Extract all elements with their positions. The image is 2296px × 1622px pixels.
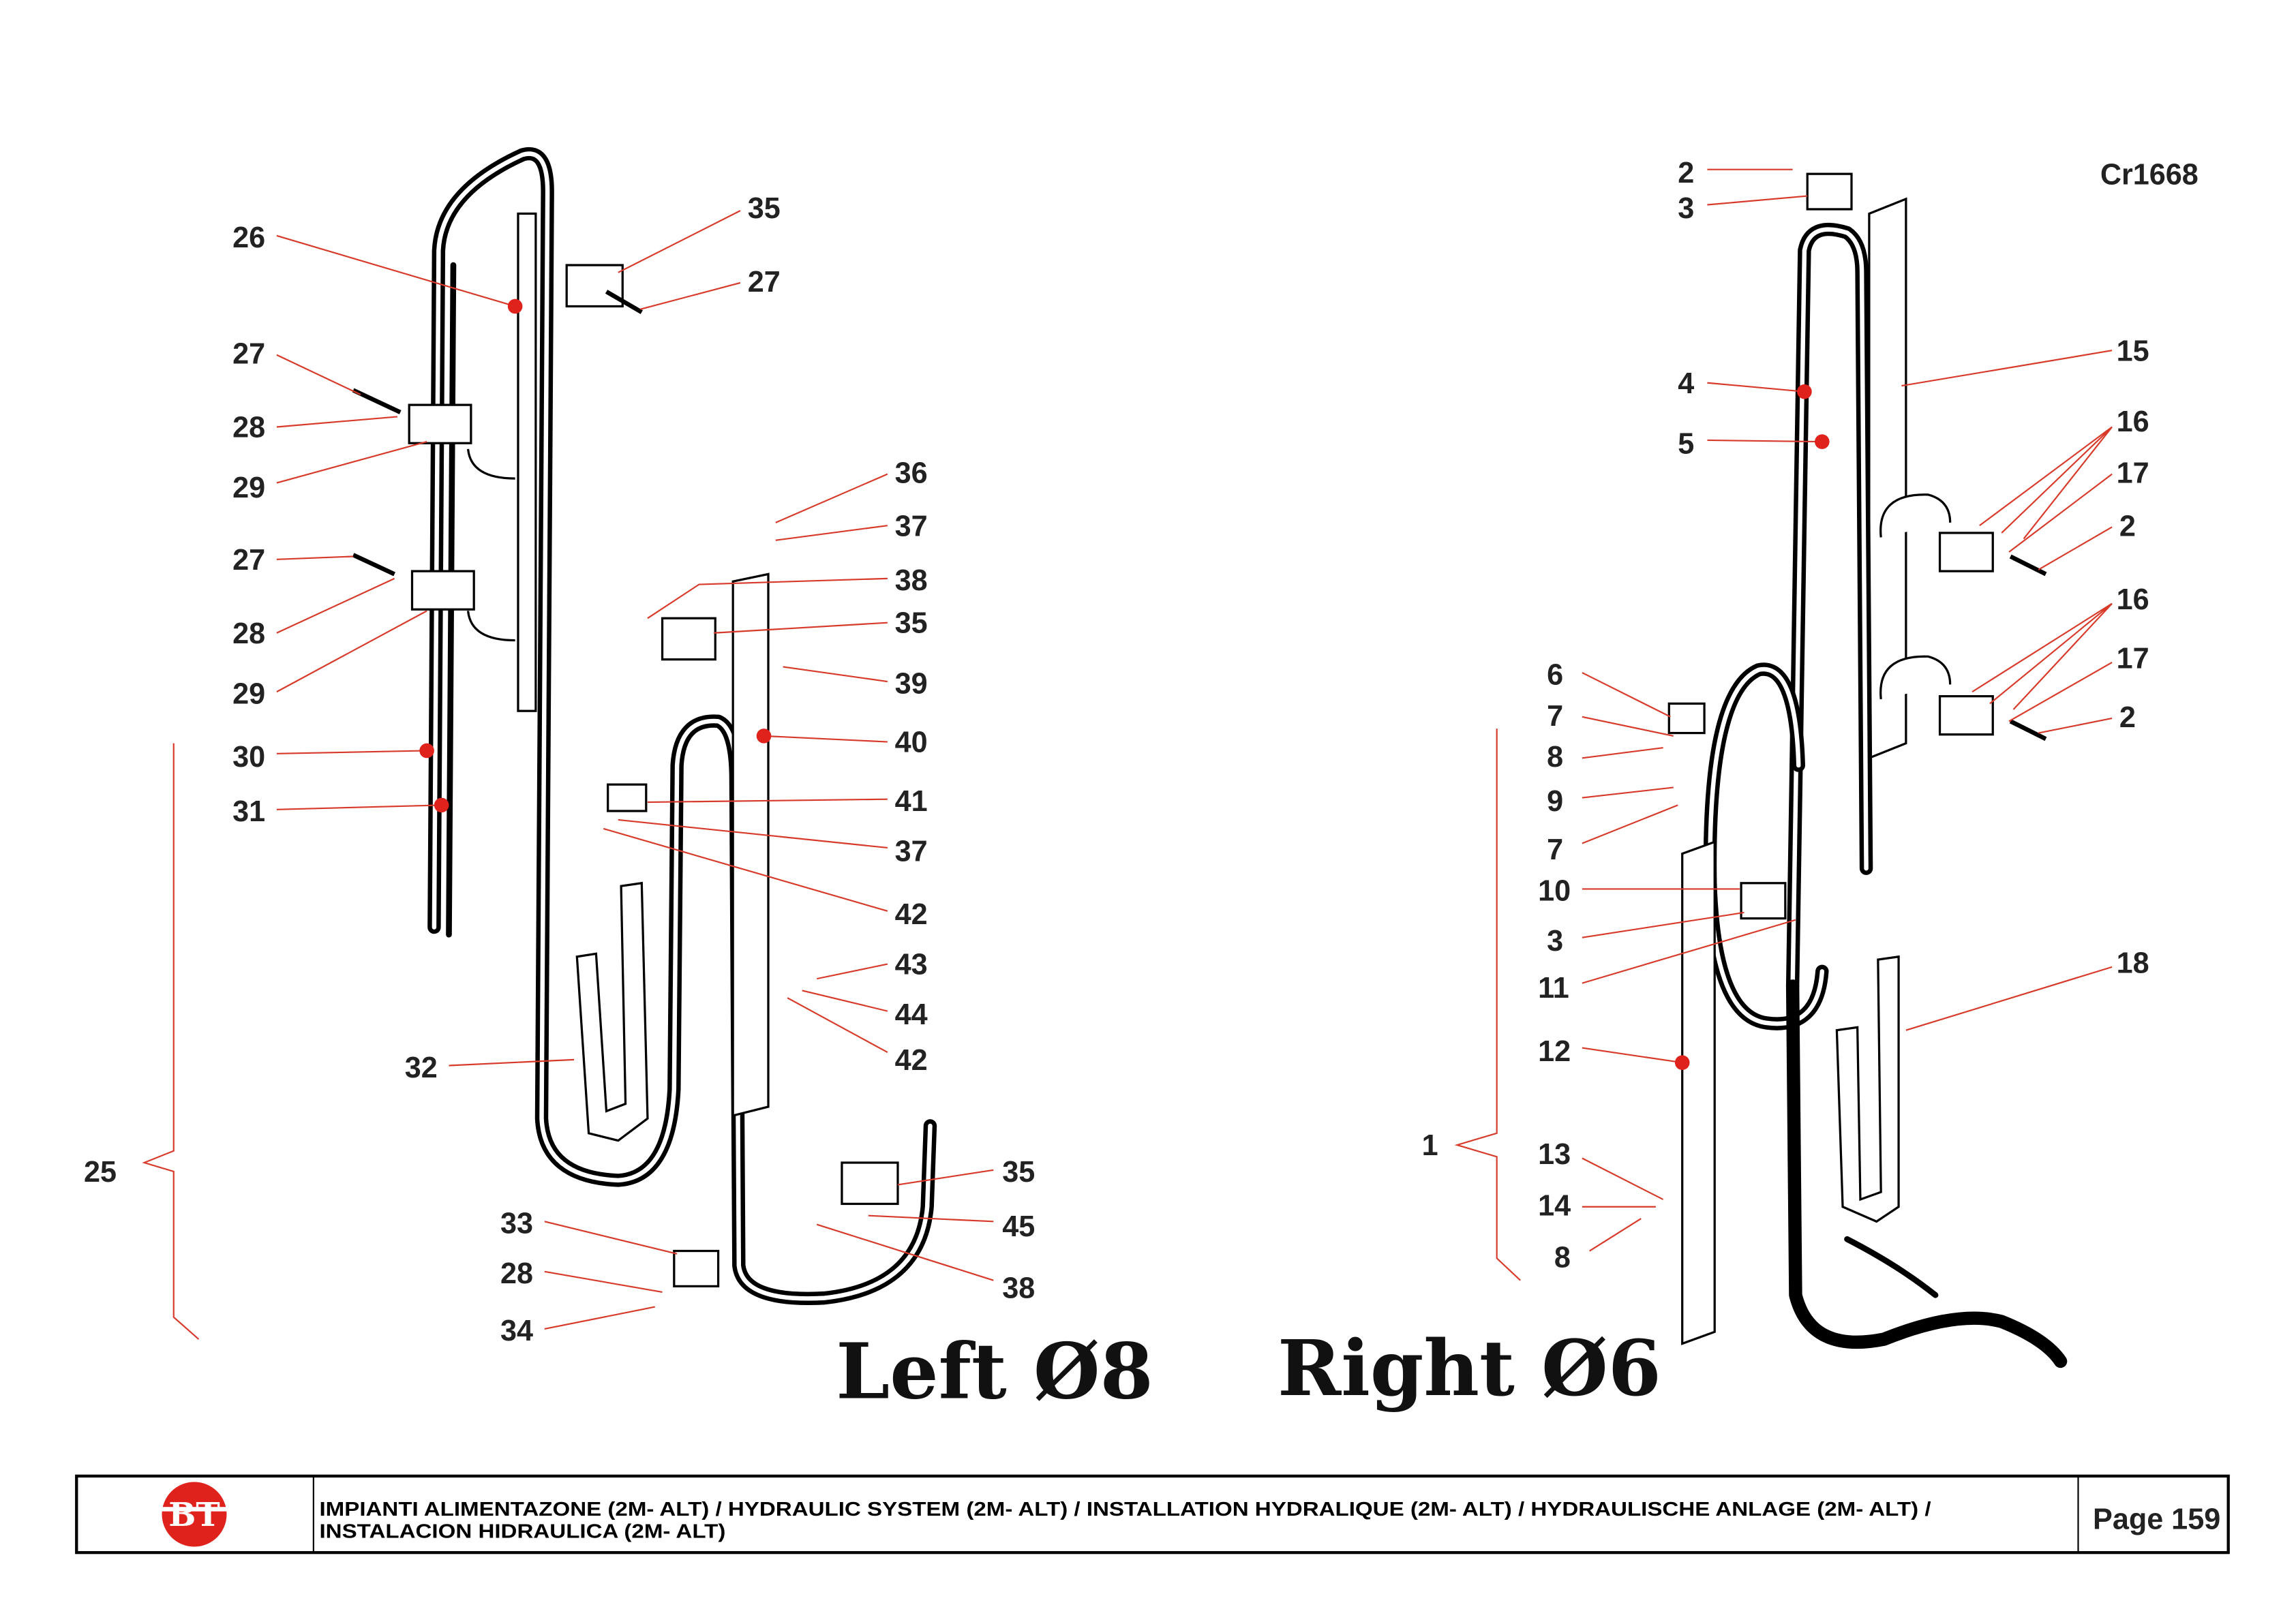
callout-label: 28 [232,617,265,650]
callout-label: 39 [895,667,928,700]
callout-label: 32 [405,1052,438,1084]
left-assembly-drawing [352,147,937,1305]
callout-label: 28 [232,412,265,444]
callout-label: 40 [895,726,928,759]
callout-label: 2 [2119,701,2136,734]
callout-label: 29 [232,472,265,504]
callout-label: 15 [2117,335,2149,367]
callout-label: 17 [2117,643,2149,675]
callout-label: 7 [1547,833,1563,866]
callout-label: 37 [895,510,928,542]
callout-label: 27 [232,338,265,371]
callout-label: 35 [895,607,928,640]
callout-label: 35 [748,192,781,225]
callout-label: 26 [232,221,265,254]
callout-label: 42 [895,1044,928,1077]
callout-label: 1 [1422,1129,1438,1162]
callout-label: 38 [1002,1272,1035,1305]
footer-title-line1: IMPIANTI ALIMENTAZONE (2M- ALT) / HYDRAU… [319,1499,1931,1520]
callout-label: 6 [1547,658,1563,691]
callout-label: 17 [2117,457,2149,490]
footer-title-block: BT IMPIANTI ALIMENTAZONE (2M- ALT) / HYD… [75,1474,2230,1555]
right-caption: Right Ø6 [1278,1324,1661,1413]
callout-label: 7 [1547,700,1563,733]
callout-label: 34 [500,1315,533,1347]
callout-label: 28 [500,1257,533,1290]
left-caption: Left Ø8 [836,1327,1153,1416]
drawing-code: Cr1668 [2100,158,2199,191]
callout-label: 41 [895,785,928,818]
logo-text: BT [168,1496,220,1534]
callout-label: 35 [1002,1156,1035,1189]
callout-label: 10 [1538,875,1571,908]
page-number: Page 159 [2093,1503,2220,1536]
callout-label: 2 [1678,157,1694,189]
callout-label: 16 [2117,583,2149,616]
callout-label: 12 [1538,1035,1571,1068]
right-callouts: 2 3 15 4 5 16 17 2 16 17 2 6 7 8 9 7 10 … [1422,157,2149,1281]
callout-label: 42 [895,898,928,931]
callout-label: 37 [895,835,928,868]
callout-label: 33 [500,1208,533,1240]
callout-label: 38 [895,564,928,597]
right-assembly-drawing [1667,172,2068,1368]
callout-label: 44 [895,998,928,1031]
callout-label: 36 [895,457,928,490]
callout-label: 25 [84,1156,117,1189]
callout-label: 11 [1538,972,1569,1005]
callout-label: 31 [232,795,265,828]
callout-label: 16 [2117,406,2149,438]
callout-label: 30 [232,741,265,774]
callout-label: 45 [1002,1210,1035,1243]
callout-label: 27 [232,544,265,577]
callout-label: 3 [1678,192,1694,225]
callout-label: 8 [1554,1241,1571,1274]
callout-label: 13 [1538,1138,1571,1171]
callout-label: 4 [1678,367,1694,400]
callout-label: 8 [1547,741,1563,774]
callout-label: 27 [748,266,781,299]
callout-label: 14 [1538,1190,1571,1223]
footer-title-line2: INSTALACION HIDRAULICA (2M- ALT) [319,1521,725,1543]
bt-logo: BT [162,1482,227,1547]
callout-label: 29 [232,677,265,710]
callout-label: 18 [2117,947,2149,979]
left-callouts: 26 35 27 27 28 29 27 28 29 30 31 32 25 3… [84,192,1035,1347]
callout-label: 9 [1547,785,1563,818]
callout-label: 5 [1678,427,1694,460]
callout-label: 3 [1547,925,1563,958]
callout-label: 43 [895,949,928,981]
callout-label: 2 [2119,510,2136,542]
